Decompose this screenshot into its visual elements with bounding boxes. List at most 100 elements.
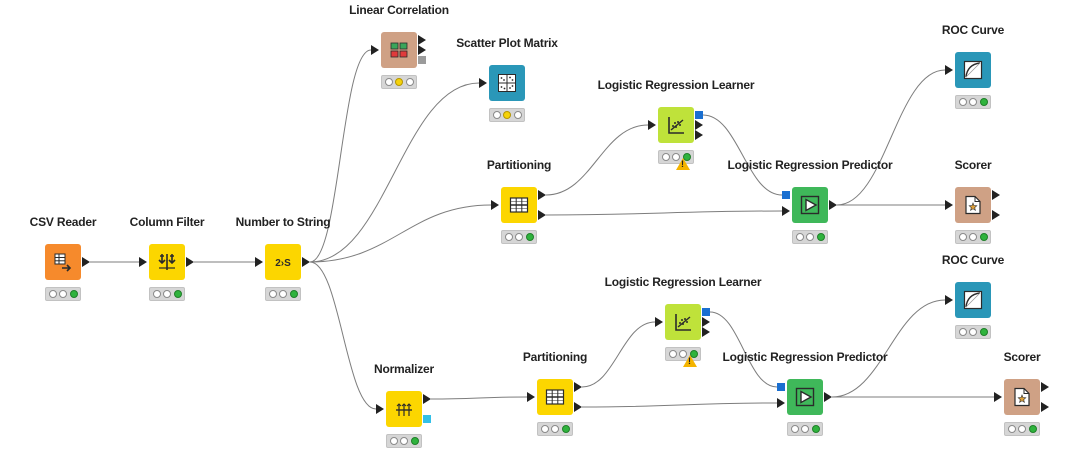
node-body[interactable] bbox=[381, 32, 417, 68]
connection-number-to-string-to-normalizer[interactable] bbox=[309, 261, 377, 410]
node-label[interactable]: Scorer bbox=[954, 158, 992, 172]
output-port[interactable] bbox=[695, 130, 703, 140]
output-port[interactable] bbox=[992, 190, 1000, 200]
output-port[interactable] bbox=[1041, 382, 1049, 392]
input-port[interactable] bbox=[945, 200, 953, 210]
status-light-off bbox=[958, 328, 967, 336]
input-port[interactable] bbox=[371, 45, 379, 55]
node-label[interactable]: Logistic Regression Predictor bbox=[727, 158, 893, 172]
node-body[interactable] bbox=[149, 244, 185, 280]
input-port[interactable] bbox=[255, 257, 263, 267]
node-body[interactable] bbox=[955, 52, 991, 88]
node-label[interactable]: Logistic Regression Learner bbox=[597, 78, 755, 92]
output-port[interactable] bbox=[1041, 402, 1049, 412]
connection-number-to-string-to-scatter-plot-matrix[interactable] bbox=[309, 82, 480, 263]
connection-partitioning-2-to-lr-predictor-2[interactable] bbox=[581, 402, 778, 408]
model-output-port[interactable] bbox=[695, 111, 703, 119]
partition-icon bbox=[508, 194, 530, 216]
output-port[interactable] bbox=[302, 257, 310, 267]
output-port[interactable] bbox=[702, 327, 710, 337]
node-label[interactable]: Logistic Regression Predictor bbox=[722, 350, 888, 364]
node-label[interactable]: Scatter Plot Matrix bbox=[456, 36, 558, 50]
input-port[interactable] bbox=[782, 206, 790, 216]
node-label[interactable]: CSV Reader bbox=[29, 215, 97, 229]
input-port[interactable] bbox=[479, 78, 487, 88]
node-label[interactable]: Normalizer bbox=[373, 362, 435, 376]
output-port[interactable] bbox=[702, 317, 710, 327]
output-port[interactable] bbox=[418, 56, 426, 64]
node-body[interactable] bbox=[658, 107, 694, 143]
connection-normalizer-to-partitioning-2[interactable] bbox=[430, 396, 528, 400]
connection-number-to-string-to-partitioning-1[interactable] bbox=[309, 204, 492, 263]
node-body[interactable] bbox=[501, 187, 537, 223]
model-input-port[interactable] bbox=[782, 191, 790, 199]
node-body[interactable] bbox=[489, 65, 525, 101]
connection-partitioning-1-to-lr-learner-1[interactable] bbox=[545, 124, 649, 196]
node-label[interactable]: ROC Curve bbox=[941, 253, 1005, 267]
input-port[interactable] bbox=[777, 398, 785, 408]
node-label[interactable]: Column Filter bbox=[129, 215, 205, 229]
connection-lr-learner-1-to-lr-predictor-1[interactable] bbox=[702, 114, 783, 196]
status-light-green bbox=[979, 98, 988, 106]
node-body[interactable]: 2›S bbox=[265, 244, 301, 280]
node-label[interactable]: Number to String bbox=[235, 215, 331, 229]
node-status bbox=[955, 230, 991, 244]
node-label[interactable]: ROC Curve bbox=[941, 23, 1005, 37]
output-port[interactable] bbox=[538, 210, 546, 220]
status-light-off bbox=[668, 350, 677, 358]
output-port[interactable] bbox=[423, 394, 431, 404]
node-label[interactable]: Logistic Regression Learner bbox=[604, 275, 762, 289]
output-port[interactable] bbox=[186, 257, 194, 267]
connection-lr-learner-2-to-lr-predictor-2[interactable] bbox=[709, 311, 778, 388]
input-port[interactable] bbox=[994, 392, 1002, 402]
output-port[interactable] bbox=[418, 45, 426, 55]
input-port[interactable] bbox=[527, 392, 535, 402]
node-body[interactable] bbox=[45, 244, 81, 280]
node-body[interactable] bbox=[787, 379, 823, 415]
input-port[interactable] bbox=[139, 257, 147, 267]
model-input-port[interactable] bbox=[777, 383, 785, 391]
model-output-port[interactable] bbox=[702, 308, 710, 316]
input-port[interactable] bbox=[945, 295, 953, 305]
connection-lr-predictor-2-to-roc-curve-2[interactable] bbox=[831, 299, 946, 398]
output-port[interactable] bbox=[824, 392, 832, 402]
output-port[interactable] bbox=[423, 415, 431, 423]
output-port[interactable] bbox=[574, 382, 582, 392]
connection-lr-predictor-1-to-roc-curve-1[interactable] bbox=[836, 69, 946, 206]
output-port[interactable] bbox=[829, 200, 837, 210]
input-port[interactable] bbox=[376, 404, 384, 414]
output-port[interactable] bbox=[418, 35, 426, 45]
status-light-off bbox=[59, 290, 67, 298]
connection-number-to-string-to-linear-correlation[interactable] bbox=[309, 49, 372, 263]
status-light-off bbox=[389, 437, 398, 445]
output-port[interactable] bbox=[695, 120, 703, 130]
node-label[interactable]: Partitioning bbox=[522, 350, 588, 364]
node-label[interactable]: Scorer bbox=[1003, 350, 1041, 364]
node-status bbox=[537, 422, 573, 436]
node-body[interactable] bbox=[665, 304, 701, 340]
node-body[interactable] bbox=[1004, 379, 1040, 415]
connection-partitioning-1-to-lr-predictor-1[interactable] bbox=[545, 210, 783, 216]
output-port[interactable] bbox=[992, 210, 1000, 220]
node-body[interactable] bbox=[386, 391, 422, 427]
status-light-off bbox=[492, 111, 501, 119]
input-port[interactable] bbox=[491, 200, 499, 210]
node-status bbox=[955, 95, 991, 109]
node-body[interactable] bbox=[955, 187, 991, 223]
node-label[interactable]: Linear Correlation bbox=[349, 3, 449, 17]
input-port[interactable] bbox=[648, 120, 656, 130]
output-port[interactable] bbox=[82, 257, 90, 267]
node-body[interactable] bbox=[537, 379, 573, 415]
node-body[interactable] bbox=[792, 187, 828, 223]
status-light-yellow bbox=[395, 78, 403, 86]
input-port[interactable] bbox=[945, 65, 953, 75]
node-label[interactable]: Partitioning bbox=[486, 158, 552, 172]
input-port[interactable] bbox=[655, 317, 663, 327]
node-body[interactable] bbox=[955, 282, 991, 318]
connection-partitioning-2-to-lr-learner-2[interactable] bbox=[581, 321, 656, 388]
scorer-icon bbox=[962, 194, 984, 216]
status-light-green bbox=[816, 233, 825, 241]
output-port[interactable] bbox=[574, 402, 582, 412]
output-port[interactable] bbox=[538, 190, 546, 200]
